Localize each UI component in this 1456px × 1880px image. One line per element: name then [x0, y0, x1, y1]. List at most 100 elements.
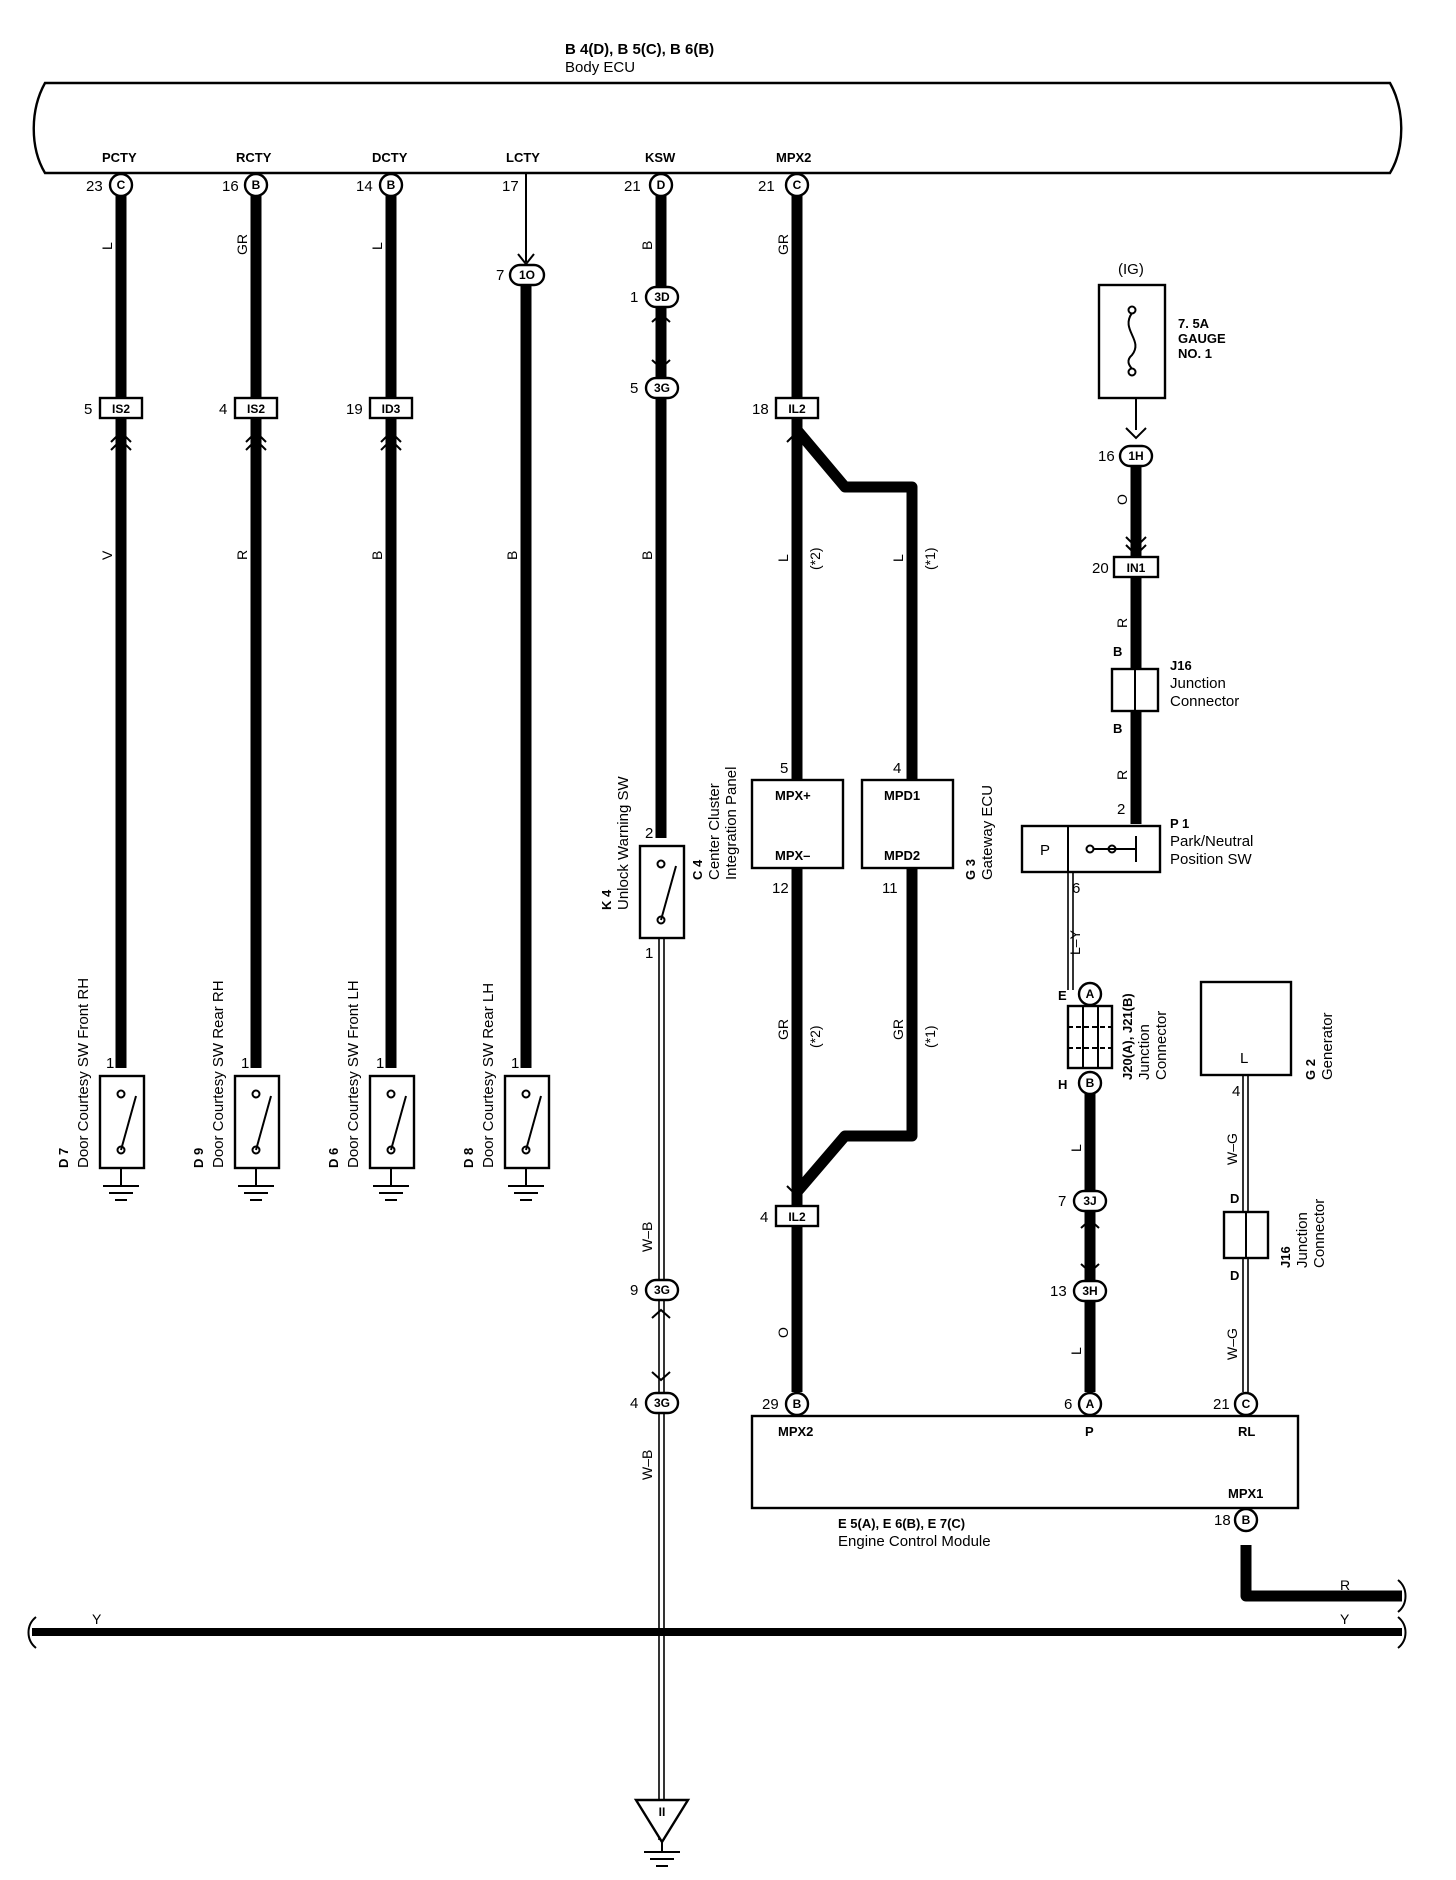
terminal-pcty-name: PCTY [102, 150, 137, 165]
svg-text:O: O [775, 1327, 791, 1338]
svg-text:B: B [504, 551, 520, 560]
svg-text:Generator: Generator [1319, 1012, 1336, 1080]
svg-text:GR: GR [775, 234, 791, 255]
body-ecu-codes: B 4(D), B 5(C), B 6(B) [565, 41, 714, 58]
wire-mpx2-right-top [792, 426, 918, 780]
svg-text:O: O [1114, 494, 1130, 505]
svg-text:1O: 1O [519, 268, 535, 282]
svg-text:B: B [387, 178, 396, 192]
terminal-ksw-pin: 21 [624, 178, 641, 195]
svg-text:Connector: Connector [1153, 1011, 1170, 1080]
svg-text:V: V [99, 550, 115, 560]
svg-text:Park/Neutral: Park/Neutral [1170, 833, 1253, 850]
svg-text:3G: 3G [654, 1396, 670, 1410]
svg-text:18: 18 [752, 401, 769, 418]
svg-text:R: R [1114, 618, 1130, 628]
svg-text:Center Cluster: Center Cluster [706, 783, 723, 880]
svg-text:(*2): (*2) [807, 1025, 823, 1048]
svg-text:J16: J16 [1170, 658, 1192, 673]
svg-text:K 4: K 4 [599, 889, 614, 910]
svg-text:Gateway ECU: Gateway ECU [979, 785, 996, 880]
svg-text:J20(A), J21(B): J20(A), J21(B) [1120, 993, 1135, 1080]
svg-text:20: 20 [1092, 560, 1109, 577]
svg-text:B: B [639, 241, 655, 250]
terminal-mpx2-name: MPX2 [776, 150, 811, 165]
svg-text:L: L [1068, 1347, 1084, 1355]
switch-d9: 1 D 9 Door Courtesy SW Rear RH [191, 980, 281, 1201]
svg-text:6: 6 [1064, 1396, 1072, 1413]
junction-j16-bottom: D D J16 Junction Connector [1222, 1191, 1328, 1283]
svg-text:B: B [369, 551, 385, 560]
svg-text:R: R [1340, 1577, 1350, 1593]
svg-text:B: B [1086, 1076, 1095, 1090]
svg-text:16: 16 [1098, 448, 1115, 465]
svg-text:6: 6 [1072, 880, 1080, 897]
svg-text:18: 18 [1214, 1512, 1231, 1529]
terminal-lcty-name: LCTY [506, 150, 540, 165]
svg-text:MPX–: MPX– [775, 848, 810, 863]
svg-text:H: H [1058, 1077, 1067, 1092]
svg-text:3D: 3D [654, 290, 670, 304]
svg-text:L: L [775, 554, 791, 562]
svg-text:Junction: Junction [1136, 1024, 1153, 1080]
unlock-warning-switch: 2 1 K 4 Unlock Warning SW [599, 776, 686, 962]
svg-text:13: 13 [1050, 1283, 1067, 1300]
terminal-ksw-name: KSW [645, 150, 676, 165]
svg-text:D 6: D 6 [326, 1148, 341, 1168]
switch-d6: 1 D 6 Door Courtesy SW Front LH [326, 980, 416, 1201]
generator: L 4 G 2 Generator [1199, 980, 1336, 1100]
ecm-box [750, 1414, 1300, 1510]
y-bus [27, 1579, 1407, 1649]
svg-text:12: 12 [772, 880, 789, 897]
body-ecu-box [32, 81, 1403, 175]
svg-text:Door Courtesy SW Front RH: Door Courtesy SW Front RH [75, 978, 92, 1168]
svg-text:7. 5A: 7. 5A [1178, 316, 1210, 331]
svg-text:Junction: Junction [1294, 1212, 1311, 1268]
svg-text:Junction: Junction [1170, 675, 1226, 692]
svg-text:MPX2: MPX2 [778, 1424, 813, 1439]
svg-text:P: P [1040, 842, 1050, 859]
terminal-mpx2-pin: 21 [758, 178, 775, 195]
svg-text:R: R [1114, 770, 1130, 780]
wires [115, 173, 1402, 1602]
svg-text:B: B [639, 551, 655, 560]
svg-text:4: 4 [1232, 1083, 1240, 1100]
svg-text:4: 4 [893, 760, 901, 777]
fuse-gauge: (IG) 7. 5A GAUGE NO. 1 [1097, 261, 1226, 400]
junction-j20-j21: E A H B J20(A), J21(B) Junction Connecto… [1058, 981, 1170, 1096]
svg-text:IS2: IS2 [247, 402, 265, 416]
svg-text:4: 4 [760, 1209, 768, 1226]
svg-text:P: P [1085, 1424, 1094, 1439]
svg-text:D: D [1230, 1268, 1239, 1283]
svg-text:IN1: IN1 [1127, 561, 1146, 575]
svg-text:5: 5 [84, 401, 92, 418]
svg-text:MPX+: MPX+ [775, 788, 811, 803]
svg-text:Engine Control Module: Engine Control Module [838, 1533, 991, 1550]
svg-text:1: 1 [511, 1055, 519, 1072]
svg-text:C: C [1242, 1397, 1251, 1411]
svg-text:G 3: G 3 [963, 859, 978, 880]
svg-text:1: 1 [630, 289, 638, 306]
switch-d7: 1 D 7 Door Courtesy SW Front RH [56, 978, 146, 1201]
svg-text:1: 1 [106, 1055, 114, 1072]
svg-text:9: 9 [630, 1282, 638, 1299]
thin-wires [658, 873, 1249, 1840]
svg-text:5: 5 [630, 380, 638, 397]
svg-text:L: L [1068, 1144, 1084, 1152]
svg-text:Y: Y [92, 1611, 102, 1627]
svg-text:7: 7 [1058, 1193, 1066, 1210]
svg-text:Connector: Connector [1311, 1199, 1328, 1268]
svg-text:GR: GR [890, 1019, 906, 1040]
terminal-dcty-pin: 14 [356, 178, 373, 195]
svg-text:W–G: W–G [1224, 1328, 1240, 1360]
svg-text:MPD2: MPD2 [884, 848, 920, 863]
svg-text:G 2: G 2 [1303, 1059, 1318, 1080]
svg-text:19: 19 [346, 401, 363, 418]
svg-text:RL: RL [1238, 1424, 1255, 1439]
svg-text:3J: 3J [1083, 1194, 1096, 1208]
svg-text:MPX1: MPX1 [1228, 1486, 1263, 1501]
svg-text:4: 4 [219, 401, 227, 418]
park-neutral-switch: 2 P 6 P 1 Park/Neutral Position SW [1020, 801, 1253, 897]
svg-text:1: 1 [645, 945, 653, 962]
